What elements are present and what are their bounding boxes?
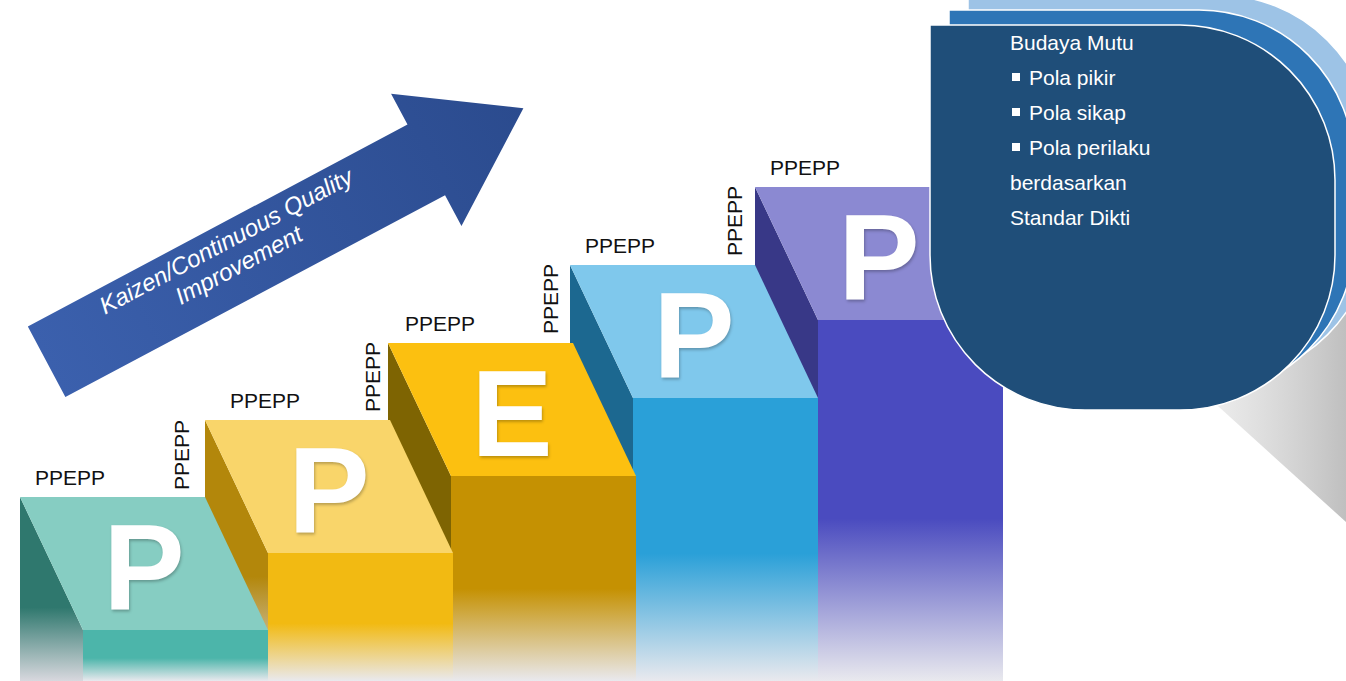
step-heading: PPEPP [585, 234, 655, 258]
step-letter: P [653, 275, 734, 397]
callout-heading: Budaya Mutu [1010, 25, 1186, 60]
riser-label: PPEPP [361, 342, 385, 412]
callout-item: Pola pikir [1010, 60, 1186, 95]
step-front [818, 320, 1003, 681]
step-letter: P [103, 507, 184, 629]
step-heading: PPEPP [35, 466, 105, 490]
step-front [268, 553, 453, 681]
step-front [451, 476, 636, 681]
callout-text-block: Budaya MutuPola pikirPola sikapPola peri… [1010, 25, 1186, 235]
riser-label: PPEPP [539, 264, 563, 334]
step-letter: P [288, 430, 369, 552]
arrow-text: Kaizen/Continuous Quality Improvement [78, 154, 386, 352]
stair-step: PPEPPP [20, 497, 268, 681]
riser-label: PPEPP [723, 186, 747, 256]
callout-item: Pola sikap [1010, 95, 1186, 130]
callout-layer [930, 25, 1335, 410]
quality-callout: Budaya MutuPola pikirPola sikapPola peri… [930, 25, 1335, 410]
step-heading: PPEPP [405, 312, 475, 336]
callout-item: Pola perilaku berdasarkan Standar Dikti [1010, 130, 1186, 235]
step-heading: PPEPP [770, 156, 840, 180]
step-front [633, 398, 818, 681]
step-letter: E [471, 353, 552, 475]
step-letter: P [838, 197, 919, 319]
step-heading: PPEPP [230, 389, 300, 413]
step-front [83, 630, 268, 681]
riser-label: PPEPP [170, 420, 194, 490]
